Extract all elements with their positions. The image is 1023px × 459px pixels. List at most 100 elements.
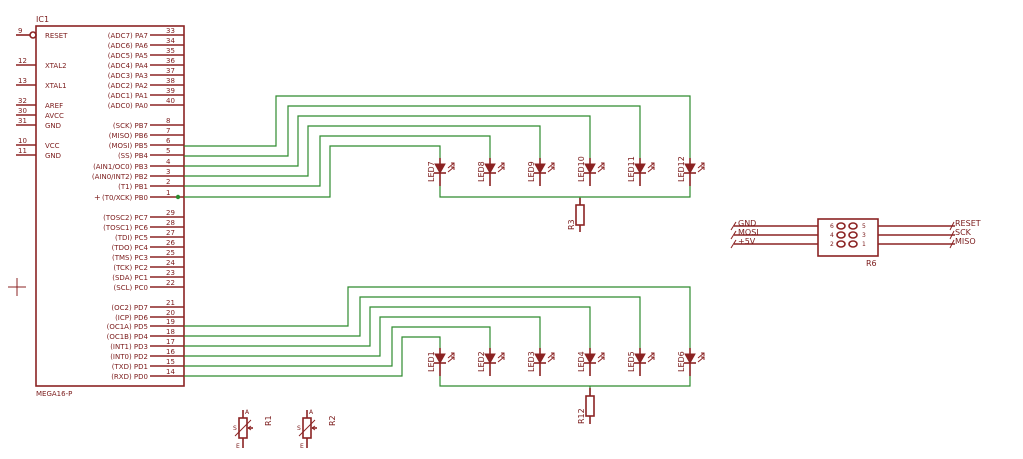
led-label: LED1 [427, 351, 436, 372]
wire-pb4-led11 [184, 105, 641, 158]
ic1-pin-number: 21 [166, 299, 175, 307]
wire-pb3-led10 [184, 115, 591, 167]
ic1-pin-23[interactable]: 23(SDA) PC1 [112, 269, 184, 282]
header-pin-number: 1 [862, 241, 866, 248]
led[interactable]: LED8 [477, 158, 505, 186]
led[interactable]: LED12 [677, 156, 705, 186]
ic1-pin-22[interactable]: 22(SCL) PC0 [114, 279, 184, 292]
ic1-pin-21[interactable]: 21(OC2) PD7 [111, 299, 184, 312]
ic1-pin-name: (RXD) PD0 [111, 373, 148, 381]
ic1-pin-26[interactable]: 26 (TDO) PC4 [112, 239, 184, 252]
ic1-pin-20[interactable]: 20(ICP) PD6 [115, 309, 184, 322]
ic1[interactable]: IC1 MEGA16-P 9RESET12XTAL213XTAL132AREF3… [16, 15, 185, 398]
ic1-pin-number: 27 [166, 229, 175, 237]
ic1-pin-name: GND [45, 152, 61, 160]
resistor-r12[interactable]: R12 [577, 388, 595, 424]
ic1-pin-24[interactable]: 24(TCK) PC2 [113, 259, 184, 272]
ic1-pin-number: 12 [18, 57, 27, 65]
ic1-pin-number: 39 [166, 87, 175, 95]
ic1-pin-8[interactable]: 8(SCK) PB7 [113, 117, 184, 130]
led[interactable]: LED5 [627, 348, 655, 376]
ic1-pin-number: 29 [166, 209, 175, 217]
ic1-pin-38[interactable]: 38(ADC2) PA2 [108, 77, 184, 90]
led[interactable]: LED11 [627, 156, 655, 186]
ic1-pin-number: 37 [166, 67, 175, 75]
ic1-pin-34[interactable]: 34 (ADC6) PA6 [108, 37, 184, 50]
ic1-pin-number: 5 [166, 147, 170, 155]
ic1-pin-name: (TDO) PC4 [112, 244, 149, 252]
ic1-pin-number: 33 [166, 27, 175, 35]
ic1-pin-17[interactable]: 17(INT1) PD3 [110, 338, 184, 351]
ic1-pin-16[interactable]: 16(INT0) PD2 [110, 348, 184, 361]
ic1-pin-name: (TMS) PC3 [112, 254, 148, 262]
ic1-pin-name: (INT1) PD3 [110, 343, 148, 351]
led-group-top: LED7 LED8 LED9 LED10 LED11 LED12 [427, 156, 705, 186]
ic1-pin-name: VCC [45, 142, 60, 150]
led[interactable]: LED9 [527, 158, 555, 186]
ic1-pin-number: 6 [166, 137, 171, 145]
led[interactable]: LED6 [677, 348, 705, 376]
led[interactable]: LED2 [477, 348, 505, 376]
ic1-pin-39[interactable]: 39(ADC1) PA1 [108, 87, 184, 100]
wire-top-common [439, 186, 691, 198]
ic1-pin-29[interactable]: 29(TOSC2) PC7 [103, 209, 184, 222]
ic1-pin-6[interactable]: 6 (MOSI) PB5 [109, 137, 184, 150]
ic1-pin-name: (ADC6) PA6 [108, 42, 149, 50]
ic1-pin-28[interactable]: 28(TOSC1) PC6 [103, 219, 184, 232]
ic1-pin-33[interactable]: 33(ADC7) PA7 [108, 27, 184, 40]
ic1-pin-18[interactable]: 18(OC1B) PD4 [107, 328, 184, 341]
led[interactable]: LED4 [577, 348, 605, 376]
ic1-pin-27[interactable]: 27(TDI) PC5 [115, 229, 184, 242]
ic1-pin-name: (ADC5) PA5 [108, 52, 148, 60]
ic1-pin-36[interactable]: 36(ADC4) PA4 [108, 57, 184, 70]
ic1-pin-37[interactable]: 37 (ADC3) PA3 [108, 67, 184, 80]
ic1-pin-name: (MOSI) PB5 [109, 142, 148, 150]
led[interactable]: LED1 [427, 348, 455, 376]
ic1-pin-number: 22 [166, 279, 175, 287]
led[interactable]: LED3 [527, 348, 555, 376]
wire-pb0-led7 [184, 145, 441, 198]
led[interactable]: LED10 [577, 156, 605, 186]
ic1-pin-3[interactable]: 3(AIN0/INT2) PB2 [92, 168, 184, 181]
ic1-pin-40[interactable]: 40(ADC0) PA0 [108, 97, 184, 110]
ic1-pin-35[interactable]: 35(ADC5) PA5 [108, 47, 184, 60]
ic1-pin-14[interactable]: 14(RXD) PD0 [111, 368, 184, 381]
ic1-pin-name: XTAL1 [45, 82, 67, 90]
header-signal-right: MISO [955, 237, 976, 246]
wires-pd [184, 286, 691, 396]
ic1-pin-19[interactable]: 19(OC1A) PD5 [107, 318, 184, 331]
ic1-pin-number: 26 [166, 239, 175, 247]
wires-pb [175, 95, 691, 205]
ic1-pin-name: (ADC3) PA3 [108, 72, 148, 80]
ic1-value: MEGA16-P [36, 390, 72, 398]
ic1-pin-7[interactable]: 7(MISO) PB6 [109, 127, 184, 140]
ic1-pin-number: 34 [166, 37, 175, 45]
ic1-pin-15[interactable]: 15(TXD) PD1 [112, 358, 184, 371]
resistor-r3[interactable]: R3 [567, 198, 585, 232]
ic1-pin-2[interactable]: 2(T1) PB1 [118, 178, 184, 191]
ic1-pin-25[interactable]: 25(TMS) PC3 [112, 249, 184, 262]
pot-pin-a: A [309, 409, 314, 416]
ic1-pin-5[interactable]: 5(SS) PB4 [118, 147, 184, 160]
led[interactable]: LED7 [427, 158, 455, 186]
led-label: LED2 [477, 351, 486, 372]
ic1-pin-4[interactable]: 4(AIN1/OC0) PB3 [93, 158, 184, 171]
ic1-pin-number: 36 [166, 57, 175, 65]
